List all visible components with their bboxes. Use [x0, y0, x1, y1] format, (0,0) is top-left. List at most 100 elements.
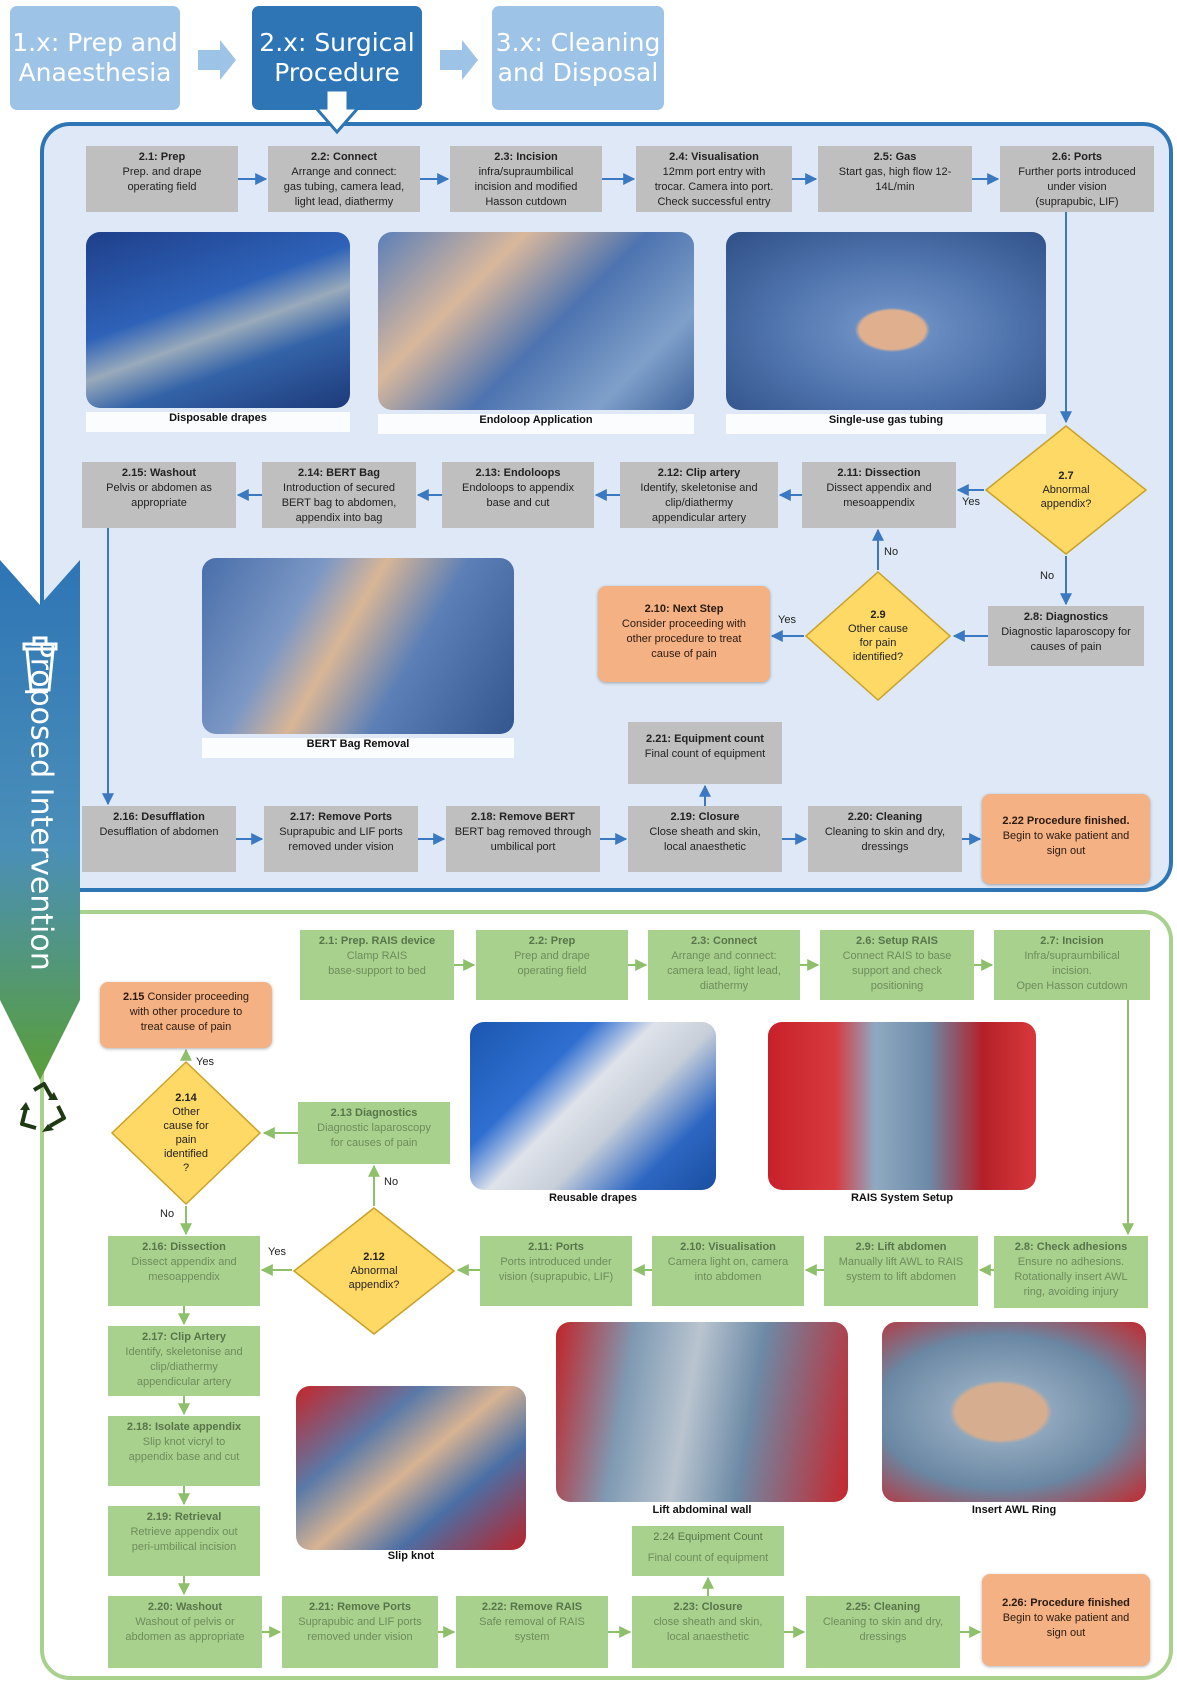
green-step-2-9-title: 2.9: Lift abdomen — [855, 1241, 947, 1253]
green-step-2-10-visualisation: 2.10: Visualisation Camera light on, cam… — [652, 1236, 804, 1306]
photo-slip-knot-caption: Slip knot — [296, 1550, 526, 1568]
blue-step-2-19-text: Close sheath and skin, local anaesthetic — [649, 826, 761, 853]
green-step-2-20-washout: 2.20: Washout Washout of pelvis or abdom… — [108, 1596, 262, 1668]
green-step-2-6-text: Connect RAIS to base support and check p… — [842, 950, 952, 992]
blue-step-2-12-text: Identify, skeletonise and clip/diathermy… — [640, 482, 758, 524]
photo-rais-system-setup-caption: RAIS System Setup — [768, 1192, 1036, 1210]
blue-step-2-6-ports: 2.6: Ports Further ports introduced unde… — [1000, 146, 1154, 212]
blue-step-2-6-text: Further ports introduced under vision (s… — [1018, 166, 1136, 208]
green-step-2-16-text: Dissect appendix and mesoappendix — [131, 1256, 237, 1283]
blue-step-2-12-clip-artery: 2.12: Clip artery Identify, skeletonise … — [620, 462, 778, 528]
blue-step-2-16-text: Desufflation of abdomen — [99, 826, 219, 838]
green-step-2-8-check-adhesions: 2.8: Check adhesions Ensure no adhesions… — [994, 1236, 1148, 1308]
green-step-2-10-text: Camera light on, camera into abdomen — [667, 1256, 789, 1283]
blue-step-2-17-title: 2.17: Remove Ports — [289, 811, 393, 823]
green-step-2-2-title: 2.2: Prep — [528, 935, 576, 947]
blue-step-2-5-title: 2.5: Gas — [873, 151, 917, 163]
photo-single-use-gas-tubing — [726, 232, 1046, 410]
green-step-2-8-text: Ensure no adhesions. Rotationally insert… — [1014, 1256, 1128, 1298]
blue-step-2-19-title: 2.19: Closure — [670, 811, 740, 823]
recycle-icon — [20, 1082, 66, 1132]
blue-step-2-21-text: Final count of equipment — [644, 748, 766, 760]
green-step-2-22-title: 2.22: Remove RAIS — [481, 1601, 583, 1613]
photo-rais-system-setup — [768, 1022, 1036, 1190]
photo-single-use-gas-tubing-caption: Single-use gas tubing — [726, 414, 1046, 434]
green-decision-2-12-text: Abnormal appendix? — [348, 1265, 400, 1291]
blue-step-2-4-text: 12mm port entry with trocar. Camera into… — [654, 166, 774, 208]
photo-reusable-drapes — [470, 1022, 716, 1190]
blue-step-2-17-text: Suprapubic and LIF ports removed under v… — [279, 826, 403, 853]
step-surgical-procedure-label: 2.x: Surgical Procedure — [259, 28, 415, 87]
step-cleaning-disposal: 3.x: Cleaning and Disposal — [492, 6, 664, 110]
green-step-2-2-prep: 2.2: Prep Prep and drape operating field — [476, 930, 628, 1000]
green-step-2-24-equipment-count: 2.24 Equipment Count Final count of equi… — [632, 1526, 784, 1576]
green-step-2-22-remove-rais: 2.22: Remove RAIS Safe removal of RAIS s… — [456, 1596, 608, 1668]
blue-step-2-20-cleaning: 2.20: Cleaning Cleaning to skin and dry,… — [808, 806, 962, 872]
green-decision-2-14-title: 2.14 — [175, 1092, 197, 1104]
blue-label-yes-2-7: Yes — [962, 496, 980, 508]
blue-step-2-4-title: 2.4: Visualisation — [669, 151, 759, 163]
blue-step-2-13-title: 2.13: Endoloops — [475, 467, 561, 479]
green-step-2-13-title: 2.13 Diagnostics — [330, 1107, 418, 1119]
green-step-2-18-title: 2.18: Isolate appendix — [126, 1421, 242, 1433]
green-step-2-24-text: Final count of equipment — [647, 1552, 769, 1564]
blue-step-2-6-title: 2.6: Ports — [1051, 151, 1103, 163]
green-step-2-16-title: 2.16: Dissection — [142, 1241, 226, 1253]
green-step-2-9-lift-abdomen: 2.9: Lift abdomen Manually lift AWL to R… — [824, 1236, 978, 1306]
blue-step-2-15-washout: 2.15: Washout Pelvis or abdomen as appro… — [82, 462, 236, 528]
blue-step-2-11-dissection: 2.11: Dissection Dissect appendix and me… — [802, 462, 956, 528]
green-step-2-23-closure: 2.23: Closure close sheath and skin, loc… — [632, 1596, 784, 1668]
photo-insert-awl-ring — [882, 1322, 1146, 1502]
green-step-2-20-title: 2.20: Washout — [147, 1601, 223, 1613]
green-step-2-25-title: 2.25: Cleaning — [845, 1601, 921, 1613]
blue-step-2-1-prep: 2.1: Prep Prep. and drape operating fiel… — [86, 146, 238, 212]
blue-step-2-18-remove-bert: 2.18: Remove BERT BERT bag removed throu… — [446, 806, 600, 872]
green-step-2-9-text: Manually lift AWL to RAIS system to lift… — [838, 1256, 964, 1283]
proposed-intervention-arrow — [0, 560, 80, 1080]
blue-step-2-4-visualisation: 2.4: Visualisation 12mm port entry with … — [636, 146, 792, 212]
blue-decision-2-7-text: Abnormal appendix? — [1040, 484, 1092, 510]
photo-lift-abdominal-wall-caption: Lift abdominal wall — [556, 1504, 848, 1522]
blue-step-2-2-title: 2.2: Connect — [310, 151, 377, 163]
green-step-2-25-text: Cleaning to skin and dry, dressings — [822, 1616, 944, 1643]
photo-lift-abdominal-wall — [556, 1322, 848, 1502]
photo-slip-knot — [296, 1386, 526, 1550]
green-step-2-11-title: 2.11: Ports — [528, 1241, 584, 1253]
blue-step-2-8-diagnostics: 2.8: Diagnostics Diagnostic laparoscopy … — [988, 606, 1144, 666]
green-step-2-23-title: 2.23: Closure — [673, 1601, 743, 1613]
green-step-2-26-title: 2.26: Procedure finished — [1002, 1597, 1130, 1609]
step-prep-anaesthesia-label: 1.x: Prep and Anaesthesia — [12, 28, 178, 87]
green-label-yes-2-14: Yes — [196, 1056, 214, 1068]
green-label-yes-2-12: Yes — [268, 1246, 286, 1258]
green-step-2-17-text: Identify, skeletonise and clip/diathermy… — [125, 1346, 243, 1388]
green-step-2-6-title: 2.6: Setup RAIS — [856, 935, 938, 947]
green-step-2-21-remove-ports: 2.21: Remove Ports Suprapubic and LIF po… — [282, 1596, 438, 1668]
blue-step-2-5-gas: 2.5: Gas Start gas, high flow 12- 14L/mi… — [818, 146, 972, 212]
green-step-2-7-title: 2.7: Incision — [1040, 935, 1104, 947]
green-step-2-3-connect: 2.3: Connect Arrange and connect: camera… — [648, 930, 800, 1000]
green-step-2-17-clip-artery: 2.17: Clip Artery Identify, skeletonise … — [108, 1326, 260, 1396]
blue-step-2-10-text: Consider proceeding with other procedure… — [621, 618, 747, 660]
green-step-2-13-diagnostics: 2.13 Diagnostics Diagnostic laparoscopy … — [298, 1102, 450, 1164]
green-step-2-3-title: 2.3: Connect — [690, 935, 757, 947]
blue-step-2-22-procedure-finished: 2.22 Procedure finished. Begin to wake p… — [982, 794, 1150, 884]
green-step-2-19-title: 2.19: Retrieval — [146, 1511, 222, 1523]
green-decision-2-14-text: Other cause for pain identified ? — [163, 1106, 209, 1174]
green-step-2-7-incision: 2.7: Incision Infra/supraumbilical incis… — [994, 930, 1150, 1000]
blue-step-2-1-title: 2.1: Prep — [138, 151, 186, 163]
blue-step-2-3-text: infra/supraumbilical incision and modifi… — [474, 166, 578, 208]
green-label-no-2-14: No — [160, 1208, 175, 1220]
blue-decision-2-7-title: 2.7 — [1058, 470, 1074, 482]
blue-step-2-20-title: 2.20: Cleaning — [847, 811, 923, 823]
side-label: Proposed Intervention — [23, 640, 59, 971]
green-step-2-18-text: Slip knot vicryl to appendix base and cu… — [128, 1436, 240, 1463]
blue-step-2-13-endoloops: 2.13: Endoloops Endoloops to appendix ba… — [442, 462, 594, 528]
blue-step-2-13-text: Endoloops to appendix base and cut — [462, 482, 574, 509]
step-cleaning-disposal-label: 3.x: Cleaning and Disposal — [495, 28, 661, 87]
green-step-2-1-title: 2.1: Prep. RAIS device — [318, 935, 436, 947]
blue-step-2-11-title: 2.11: Dissection — [837, 467, 921, 479]
photo-reusable-drapes-caption: Reusable drapes — [470, 1192, 716, 1210]
green-label-no-2-12: No — [384, 1176, 399, 1188]
blue-step-2-18-text: BERT bag removed through umbilical port — [454, 826, 592, 853]
